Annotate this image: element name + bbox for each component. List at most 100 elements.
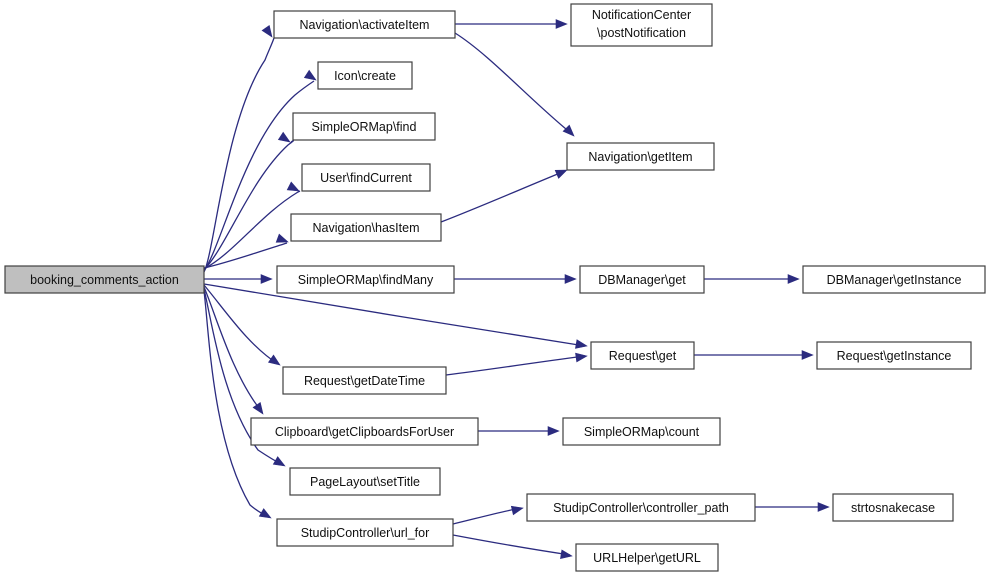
node-urlfor[interactable]: StudipController\url_for <box>276 518 454 547</box>
edge-e-root-urlFor <box>203 290 272 519</box>
edge-line <box>203 190 301 270</box>
arrowhead-icon <box>260 274 273 284</box>
arrowhead-icon <box>817 502 830 512</box>
node-navgetitem[interactable]: Navigation\getItem <box>566 142 715 171</box>
arrowhead-icon <box>555 19 568 29</box>
edge-line <box>203 284 279 365</box>
edges-layer <box>203 19 830 560</box>
edge-e-urlFor-getURL <box>452 534 573 560</box>
node-box[interactable] <box>276 265 455 294</box>
arrowhead-icon <box>801 350 814 360</box>
node-box[interactable] <box>570 3 713 47</box>
edge-e-urlFor-ctrlPath <box>452 505 524 525</box>
edge-e-dbGet-dbInstance <box>704 274 800 284</box>
arrowhead-icon <box>575 339 588 349</box>
edge-line <box>203 286 263 413</box>
edge-e-clipboard-count <box>478 426 560 436</box>
edge-line <box>203 140 294 271</box>
edge-e-findMany-dbGet <box>454 274 577 284</box>
arrowhead-icon <box>547 426 560 436</box>
node-controllerpath[interactable]: StudipController\controller_path <box>526 493 756 522</box>
node-booking-comments-action[interactable]: booking_comments_action <box>4 265 205 294</box>
node-dbget[interactable]: DBManager\get <box>579 265 705 294</box>
node-box[interactable] <box>301 163 431 192</box>
edge-e-root-navHasItem <box>203 233 289 269</box>
node-box[interactable] <box>562 417 721 446</box>
edge-line <box>203 288 284 466</box>
edge-line <box>203 290 270 518</box>
node-ormcount[interactable]: SimpleORMap\count <box>562 417 721 446</box>
node-box[interactable] <box>289 467 441 496</box>
arrowhead-icon <box>787 274 800 284</box>
nodes-layer: booking_comments_action Navigation\activa… <box>4 3 986 572</box>
node-userfindcurrent[interactable]: User\findCurrent <box>301 163 431 192</box>
edge-e-dateTime-requestGet <box>445 352 588 376</box>
arrowhead-icon <box>258 508 272 519</box>
node-box[interactable] <box>816 341 972 370</box>
edge-e-root-ormFindMany <box>204 274 273 284</box>
node-box[interactable] <box>250 417 479 446</box>
arrowhead-icon <box>275 233 289 243</box>
edge-line <box>203 37 275 273</box>
arrowhead-icon <box>562 124 575 137</box>
arrowhead-icon <box>564 274 577 284</box>
node-box[interactable] <box>802 265 986 294</box>
arrowhead-icon <box>554 169 568 179</box>
edge-e-requestGet-instance <box>694 350 814 360</box>
edge-e-root-ormFind <box>203 131 294 271</box>
node-requestgetinstance[interactable]: Request\getInstance <box>816 341 972 370</box>
edge-line <box>454 32 573 135</box>
node-ormfind[interactable]: SimpleORMap\find <box>292 112 436 141</box>
edge-line <box>445 355 586 376</box>
node-clipboardforuser[interactable]: Clipboard\getClipboardsForUser <box>250 417 479 446</box>
arrowhead-icon <box>267 354 281 366</box>
node-box[interactable] <box>566 142 715 171</box>
node-box[interactable] <box>273 10 456 39</box>
node-ormfindmany[interactable]: SimpleORMap\findMany <box>276 265 455 294</box>
edge-e-hasItem-getItem <box>440 169 568 223</box>
arrowhead-icon <box>252 401 264 415</box>
edge-e-root-getDateTime <box>203 284 281 366</box>
node-activateitem[interactable]: Navigation\activateItem <box>273 10 456 39</box>
node-box[interactable] <box>579 265 705 294</box>
node-dbgetinstance[interactable]: DBManager\getInstance <box>802 265 986 294</box>
edge-e-root-activateItem <box>203 24 275 273</box>
node-box[interactable] <box>292 112 436 141</box>
node-box[interactable] <box>832 493 954 522</box>
arrowhead-icon <box>510 505 524 516</box>
node-iconcreate[interactable]: Icon\create <box>317 61 413 90</box>
node-urlhelpergeturl[interactable]: URLHelper\getURL <box>575 543 719 572</box>
arrowhead-icon <box>261 24 273 38</box>
arrowhead-icon <box>272 456 286 467</box>
node-box[interactable] <box>575 543 719 572</box>
node-strtosnakecase[interactable]: strtosnakecase <box>832 493 954 522</box>
node-box[interactable] <box>317 61 413 90</box>
node-pagelayoutsettitle[interactable]: PageLayout\setTitle <box>289 467 441 496</box>
node-box[interactable] <box>590 341 695 370</box>
node-requestgetdatetime[interactable]: Request\getDateTime <box>282 366 447 395</box>
arrowhead-icon <box>277 131 291 143</box>
edge-e-activate-getItem <box>454 32 575 137</box>
edge-line <box>452 507 522 525</box>
arrowhead-icon <box>575 352 588 363</box>
node-box[interactable] <box>526 493 756 522</box>
edge-line <box>203 80 315 272</box>
edge-line <box>452 534 571 556</box>
node-box[interactable] <box>4 265 205 294</box>
node-navhasitem[interactable]: Navigation\hasItem <box>290 213 442 242</box>
node-box[interactable] <box>276 518 454 547</box>
edge-line <box>203 242 288 269</box>
node-requestget[interactable]: Request\get <box>590 341 695 370</box>
node-box[interactable] <box>282 366 447 395</box>
node-postnotification[interactable]: NotificationCenter\postNotification <box>570 3 713 47</box>
arrowhead-icon <box>560 549 573 560</box>
node-box[interactable] <box>290 213 442 242</box>
edge-e-ctrlPath-snake <box>755 502 830 512</box>
edge-line <box>440 170 566 223</box>
edge-e-root-userFindCurrent <box>203 181 301 270</box>
edge-e-root-pageLayout <box>203 288 286 467</box>
edge-e-root-iconCreate <box>203 69 317 272</box>
edge-line <box>203 283 586 347</box>
